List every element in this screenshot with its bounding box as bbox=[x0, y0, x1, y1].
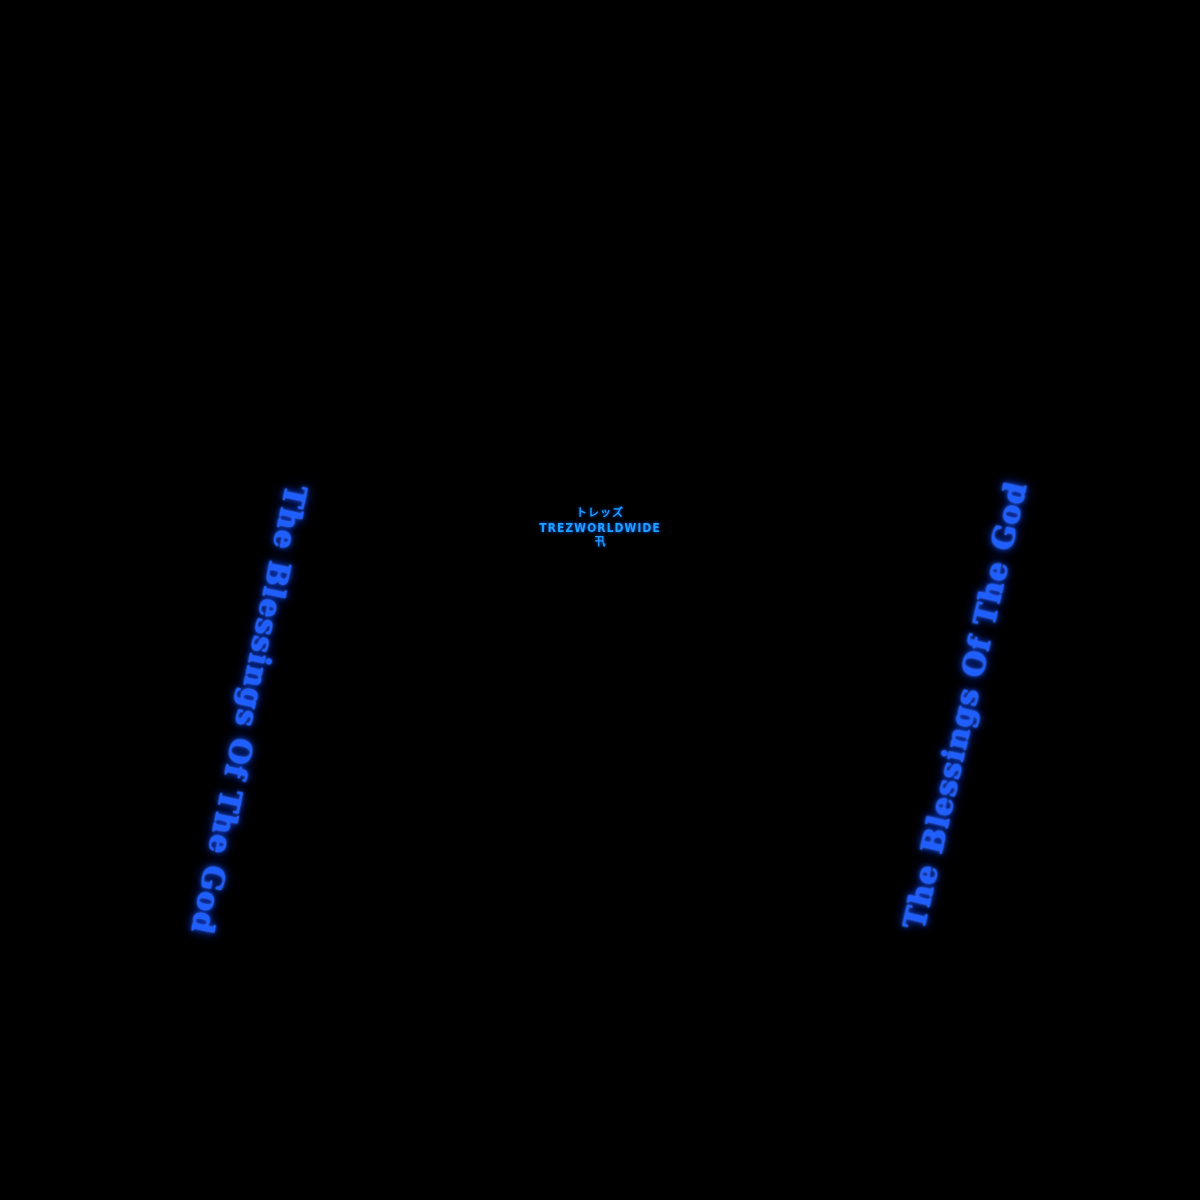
logo-katakana: トレッズ bbox=[576, 506, 624, 519]
left-sleeve-text: The Blessings Of The God bbox=[183, 481, 313, 938]
logo-symbol-icon: 卂 bbox=[594, 535, 606, 548]
chest-logo: トレッズ TREZWORLDWIDE 卂 bbox=[500, 506, 700, 548]
right-sleeve-text: The Blessings Of The God bbox=[897, 478, 1035, 933]
logo-wordmark: TREZWORLDWIDE bbox=[539, 521, 661, 535]
